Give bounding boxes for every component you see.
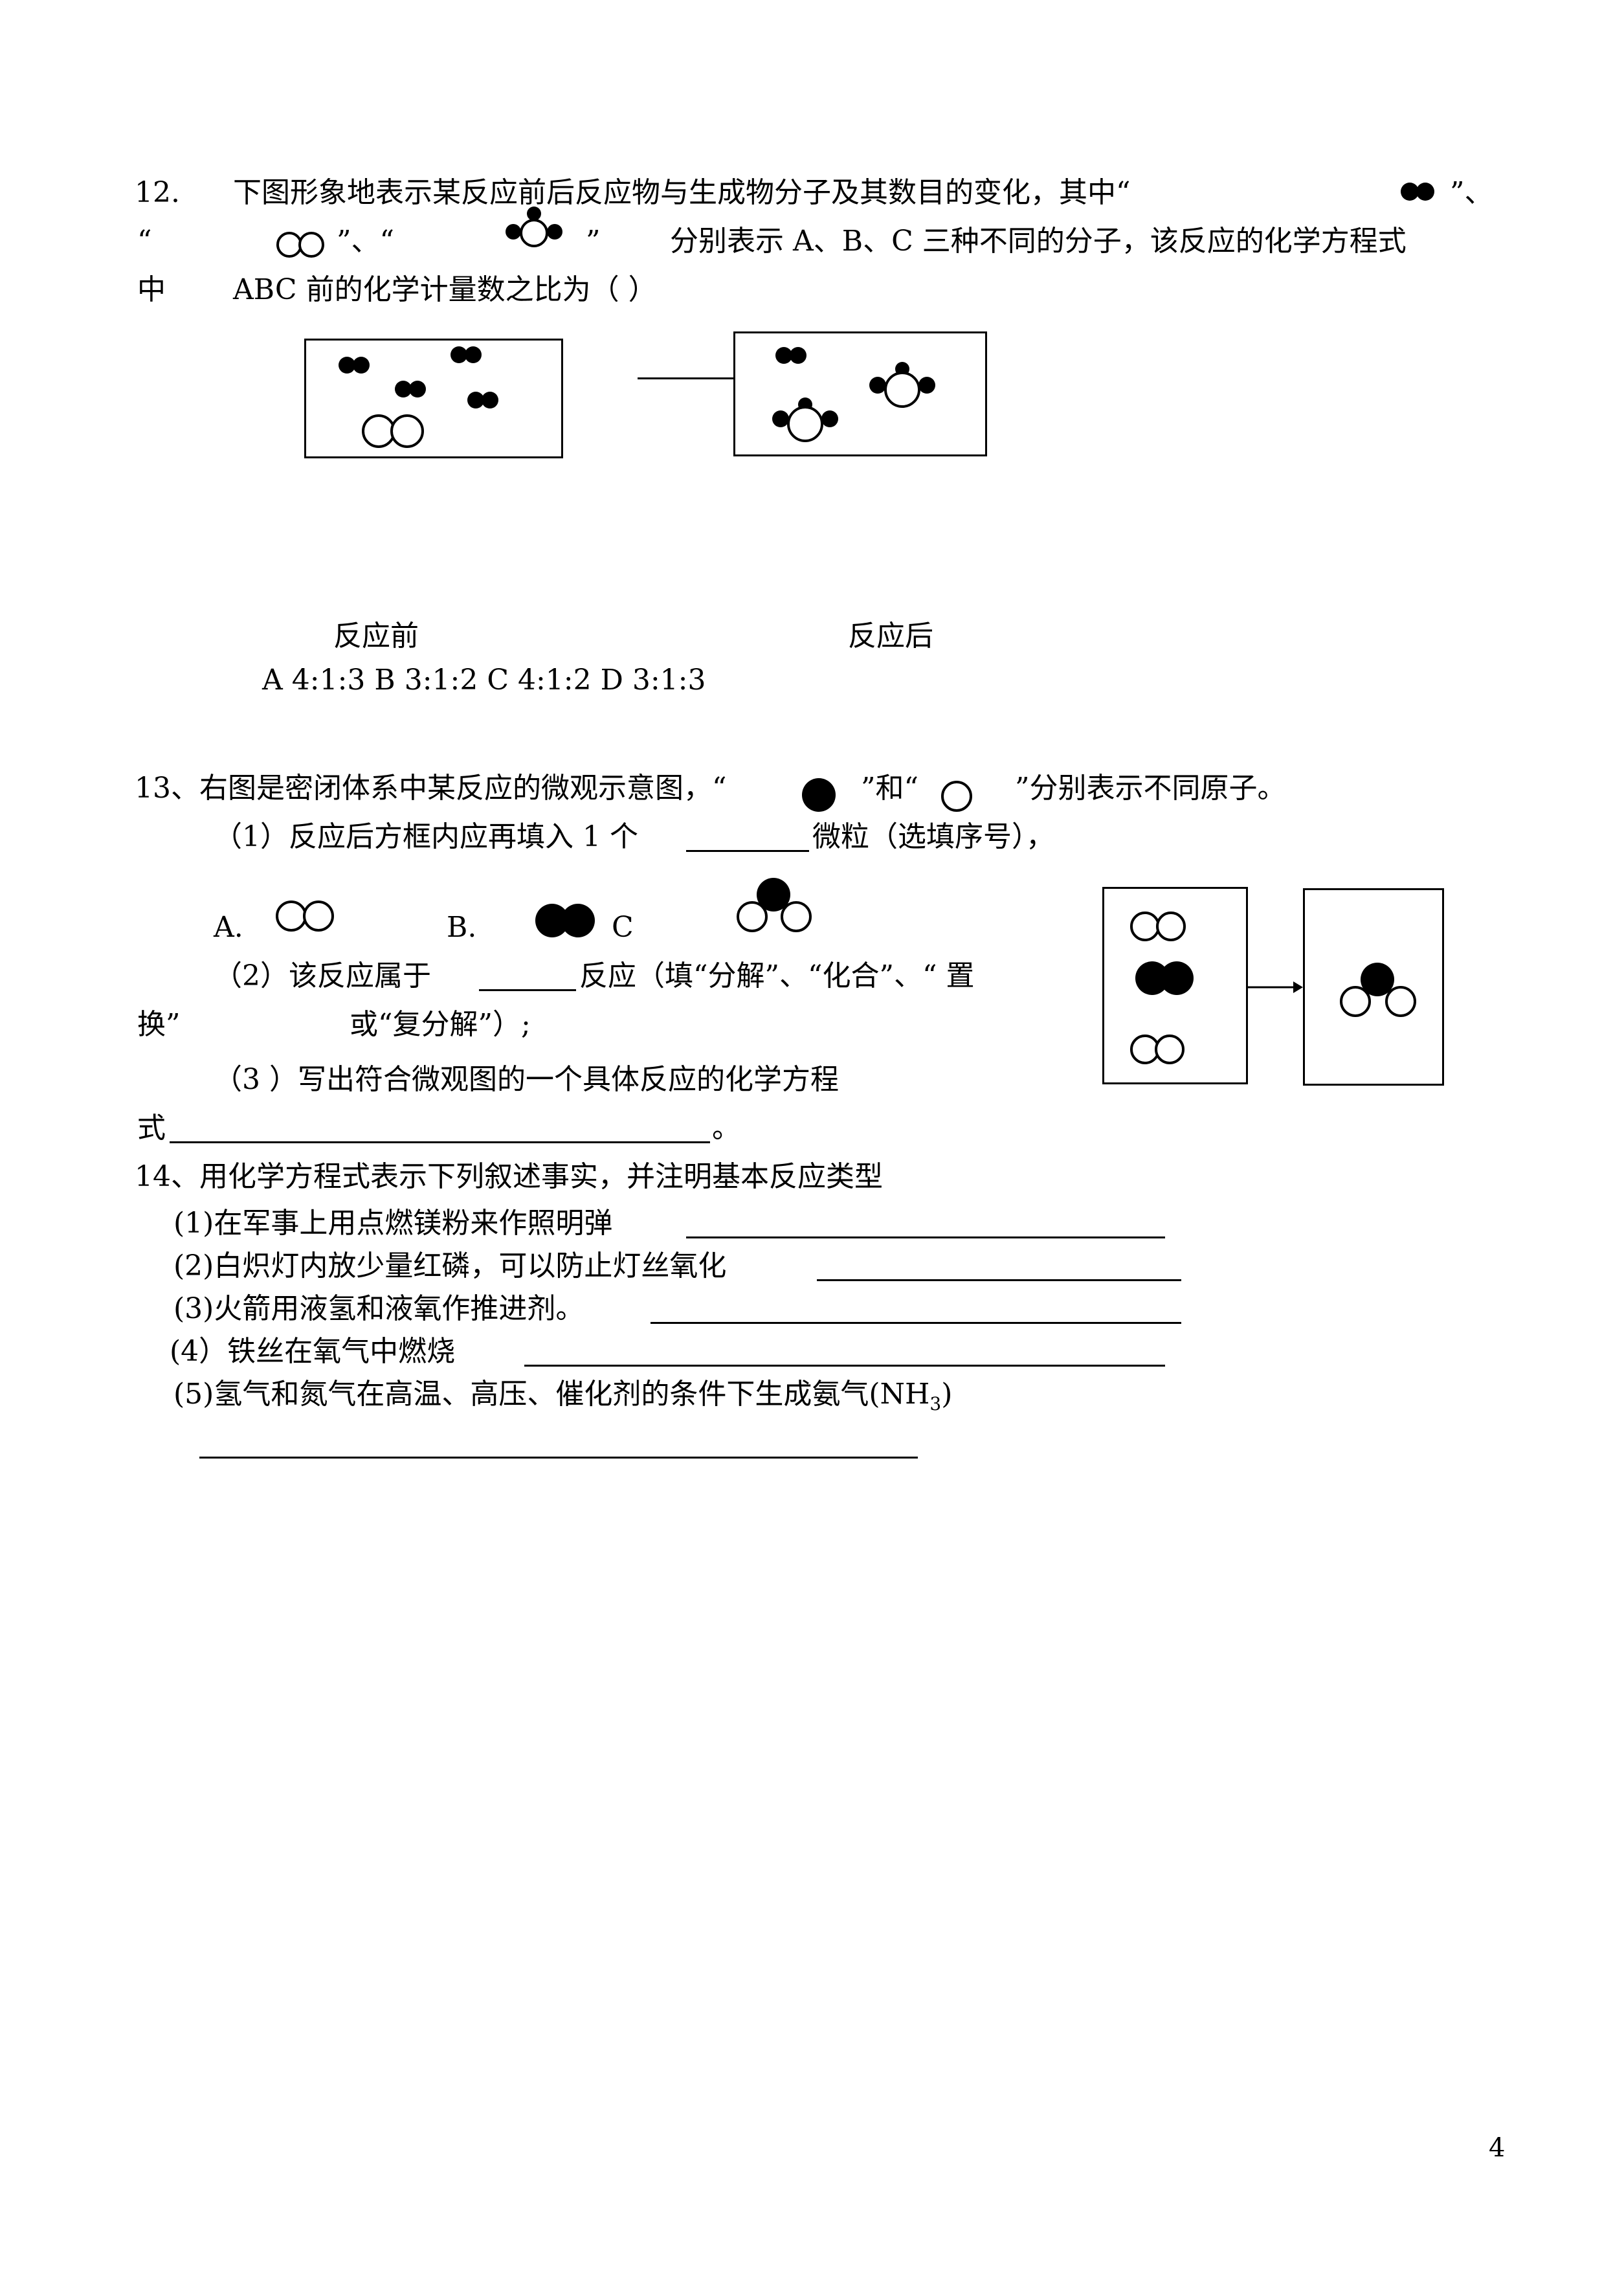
q14-title: 14、用化学方程式表示下列叙述事实，并注明基本反应类型 [135, 1160, 883, 1193]
q13-light-atom-icon [941, 781, 972, 812]
q13-part2-c: 换” [137, 1008, 181, 1041]
q13-before-molecules [1130, 912, 1194, 1064]
q13-option-b-molecule-icon [535, 904, 595, 937]
q13-part3-a: （3 ）写出符合微观图的一个具体反应的化学方程 [214, 1063, 839, 1096]
q12-legend-C-molecule-icon [506, 207, 562, 247]
q13-part3-b: 式 [137, 1112, 166, 1145]
q13-part2-a: （2）该反应属于 [214, 959, 431, 992]
q13-option-a-label: A. [214, 911, 243, 944]
q14-item-2: (2)白炽灯内放少量红磷，可以防止灯丝氧化 [173, 1249, 727, 1282]
q12-number: 12. [135, 176, 180, 209]
q14-item-1: (1)在军事上用点燃镁粉来作照明弹 [173, 1207, 613, 1240]
q12-options: A 4:1:3 B 3:1:2 C 4:1:2 D 3:1:3 [262, 664, 706, 697]
q13-intro-b: ”和“ [861, 772, 918, 805]
q14-item-5-close: ) [941, 1378, 953, 1411]
page-number: 4 [1489, 2133, 1506, 2163]
q13-part1-a: （1）反应后方框内应再填入 1 个 [214, 820, 638, 853]
q13-part1-b: 微粒（选填序号）， [812, 820, 1054, 853]
q12-reaction-line [638, 377, 733, 379]
q12-before-box [304, 339, 563, 458]
q12-legend-A-molecule-icon [1401, 183, 1434, 201]
q12-label-after: 反应后 [848, 620, 933, 653]
q14-item-2-blank[interactable] [817, 1249, 1181, 1281]
q12-quote-open: “ [137, 225, 152, 258]
q12-line3: ABC 前的化学计量数之比为（ ） [233, 273, 657, 306]
q14-item-5-blank[interactable] [199, 1427, 918, 1459]
q14-item-3-blank[interactable] [651, 1292, 1181, 1324]
q13-after-molecules [1340, 963, 1416, 1017]
q14-item-1-blank[interactable] [686, 1207, 1165, 1238]
q13-dark-atom-icon [802, 778, 836, 812]
q12-line2: 分别表示 A、B、C 三种不同的分子，该反应的化学方程式 [670, 225, 1407, 258]
q13-option-c-molecule-icon [737, 878, 812, 932]
q13-after-box [1303, 888, 1444, 1086]
q13-intro-c: ”分别表示不同原子。 [1015, 772, 1286, 805]
q13-option-a-molecule-icon [276, 900, 334, 932]
q14-item-5: (5)氢气和氮气在高温、高压、催化剂的条件下生成氨气(NH3) [173, 1376, 952, 1422]
q13-part3-end: 。 [712, 1112, 740, 1145]
q12-label-before: 反应前 [333, 620, 419, 653]
q12-line1: 下图形象地表示某反应前后反应物与生成物分子及其数目的变化，其中“ [233, 176, 1131, 209]
q13-part2-blank[interactable] [479, 959, 576, 991]
q13-option-b-label: B. [447, 911, 477, 944]
q12-after-box [733, 331, 987, 456]
q14-item-4: (4）铁丝在氧气中燃烧 [170, 1335, 456, 1368]
q12-line3-prefix: 中 [137, 273, 166, 306]
q13-part2-b: 反应（填“分解”、“化合”、“ 置 [579, 959, 975, 992]
q14-item-4-blank[interactable] [524, 1335, 1165, 1367]
q12-quote-mid: ”、“ [337, 225, 394, 258]
q12-before-molecules [339, 346, 498, 448]
q13-part3-blank[interactable] [170, 1112, 710, 1143]
q13-arrow-icon [1248, 981, 1303, 993]
q12-after-molecules [772, 347, 935, 442]
q13-intro-a: 13、右图是密闭体系中某反应的微观示意图，“ [135, 772, 727, 805]
q13-before-box [1102, 887, 1248, 1084]
q12-quote-close: ” [586, 225, 601, 258]
q13-option-c-label: C [612, 911, 634, 944]
q13-part1-blank[interactable] [686, 820, 809, 852]
q14-item-5-text: (5)氢气和氮气在高温、高压、催化剂的条件下生成氨气(NH [173, 1378, 930, 1411]
q14-item-5-subscript: 3 [929, 1393, 942, 1415]
q14-item-3: (3)火箭用液氢和液氧作推进剂。 [173, 1292, 584, 1325]
q12-legend-B-molecule-icon [276, 232, 324, 258]
q13-part2-d: 或“复分解”）; [350, 1008, 531, 1041]
q12-line1-end: ”、 [1450, 176, 1493, 209]
